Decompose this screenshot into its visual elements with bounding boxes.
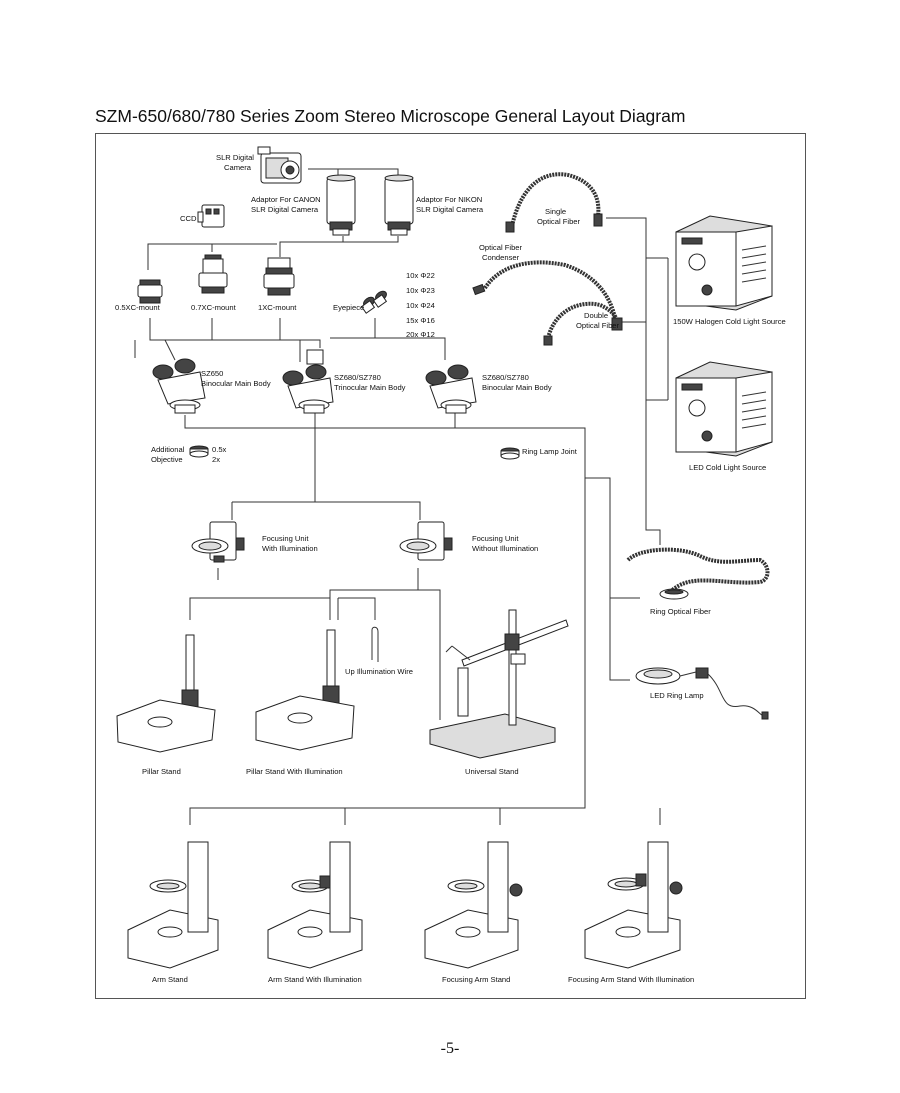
additional-objective-icon: [189, 445, 209, 458]
pillar-stand-label: Pillar Stand: [142, 767, 181, 776]
sz680-trino-label-2: Trinocular Main Body: [334, 383, 406, 392]
sz650-binocular-body-icon: [152, 358, 206, 414]
mount-1-label: 1XC-mount: [258, 303, 297, 312]
focusing-with-label-2: With Illumination: [262, 544, 318, 553]
eyepiece-option-5: 20x Φ12: [406, 330, 435, 339]
sz650-label-2: Binocular Main Body: [201, 379, 271, 388]
mount-07x-icon: [198, 254, 228, 294]
mount-05-label: 0.5XC-mount: [115, 303, 161, 312]
sz680-bino-label-1: SZ680/SZ780: [482, 373, 529, 382]
eyepiece-option-3: 10x Φ24: [406, 301, 435, 310]
canon-adaptor-icon: [326, 174, 356, 236]
focusing-arm-stand-icon: [424, 841, 523, 969]
halogen-light-source-icon: [675, 215, 773, 311]
double-optical-fiber-icon: [483, 260, 623, 346]
additional-objective-label-1: Additional: [151, 445, 185, 454]
slr-camera-label-2: Camera: [224, 163, 252, 172]
pillar-stand-icon: [116, 634, 216, 753]
mount-05x-icon: [137, 279, 163, 304]
ring-lamp-joint-label: Ring Lamp Joint: [522, 447, 578, 456]
diagram-frame: [95, 133, 806, 999]
condenser-label-1: Optical Fiber: [479, 243, 523, 252]
sz680-trino-label-1: SZ680/SZ780: [334, 373, 381, 382]
focusing-without-label-2: Without Illumination: [472, 544, 538, 553]
canon-adaptor-label-1: Adaptor For CANON: [251, 195, 321, 204]
ccd-label: CCD: [180, 214, 197, 223]
nikon-adaptor-icon: [384, 174, 414, 236]
double-fiber-label-2: Optical Fiber: [576, 321, 620, 330]
condenser-label-2: Condenser: [482, 253, 520, 262]
single-fiber-label-1: Single: [545, 207, 566, 216]
optical-fiber-condenser-icon: [472, 283, 486, 296]
focusing-arm-stand-label: Focusing Arm Stand: [442, 975, 510, 984]
eyepiece-option-1: 10x Φ22: [406, 271, 435, 280]
objective-option-2: 2x: [212, 455, 220, 464]
sz650-label-1: SZ650: [201, 369, 223, 378]
focusing-without-label-1: Focusing Unit: [472, 534, 519, 543]
eyepiece-option-4: 15x Φ16: [406, 316, 435, 325]
single-fiber-label-2: Optical Fiber: [537, 217, 581, 226]
led-light-source-icon: [675, 361, 773, 457]
ccd-camera-icon: [197, 204, 225, 228]
canon-adaptor-label-2: SLR Digital Camera: [251, 205, 319, 214]
mount-07-label: 0.7XC-mount: [191, 303, 237, 312]
focusing-unit-without-illumination-icon: [399, 521, 453, 561]
double-fiber-label-1: Double: [584, 311, 608, 320]
objective-option-1: 0.5x: [212, 445, 227, 454]
focusing-unit-with-illumination-icon: [191, 521, 245, 563]
sz680-bino-label-2: Binocular Main Body: [482, 383, 552, 392]
sz680-binocular-body-icon: [425, 364, 477, 414]
ring-optical-fiber-icon: [626, 547, 770, 600]
focusing-with-label-1: Focusing Unit: [262, 534, 309, 543]
universal-stand-icon: [429, 609, 569, 759]
slr-camera-label-1: SLR Digital: [216, 153, 254, 162]
arm-stand-icon: [127, 841, 219, 969]
connector-lines: [134, 168, 669, 825]
diagram-title: SZM-650/680/780 Series Zoom Stereo Micro…: [95, 106, 686, 126]
up-wire-label: Up Illumination Wire: [345, 667, 413, 676]
led-ring-lamp-label: LED Ring Lamp: [650, 691, 704, 700]
eyepiece-option-2: 10x Φ23: [406, 286, 435, 295]
arm-stand-label: Arm Stand: [152, 975, 188, 984]
eyepiece-label: Eyepiece: [333, 303, 364, 312]
slr-camera-icon: [257, 146, 302, 184]
focusing-arm-stand-with-illumination-icon: [584, 841, 683, 969]
focusing-arm-stand-illum-label: Focusing Arm Stand With Illumination: [568, 975, 694, 984]
single-optical-fiber-icon: [505, 172, 603, 233]
arm-stand-illum-label: Arm Stand With Illumination: [268, 975, 362, 984]
led-ring-lamp-icon: [635, 667, 769, 720]
page-number: -5-: [440, 1040, 460, 1057]
halogen-source-label: 150W Halogen Cold Light Source: [673, 317, 786, 326]
universal-stand-label: Universal Stand: [465, 767, 519, 776]
ring-lamp-joint-icon: [500, 447, 520, 460]
arm-stand-with-illumination-icon: [267, 841, 363, 969]
nikon-adaptor-label-2: SLR Digital Camera: [416, 205, 484, 214]
ring-optical-fiber-label: Ring Optical Fiber: [650, 607, 711, 616]
pillar-stand-with-illumination-icon: [255, 626, 379, 751]
pillar-stand-illum-label: Pillar Stand With Illumination: [246, 767, 343, 776]
additional-objective-label-2: Objective: [151, 455, 183, 464]
nikon-adaptor-label-1: Adaptor For NIKON: [416, 195, 482, 204]
eyepiece-icon: [360, 290, 388, 314]
led-source-label: LED Cold Light Source: [689, 463, 766, 472]
diagram-labels: SLR Digital Camera Adaptor For CANON SLR…: [115, 153, 786, 984]
sz680-trinocular-body-icon: [282, 349, 334, 414]
mount-1x-icon: [263, 257, 295, 296]
